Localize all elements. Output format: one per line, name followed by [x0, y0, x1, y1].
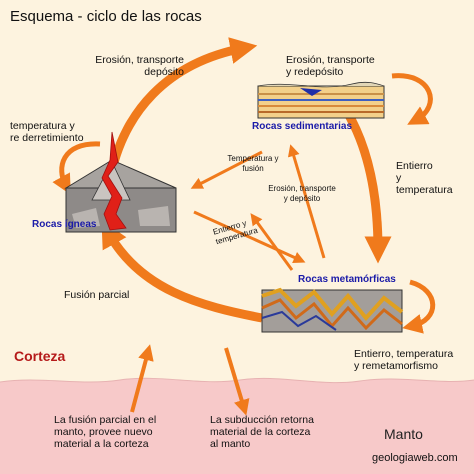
label-line: Erosión, transporte — [286, 54, 375, 66]
arrow-sedimentary-to-metamorphic — [342, 107, 392, 264]
label-line: La subducción retorna — [210, 414, 314, 426]
label-manto: Manto — [384, 426, 423, 442]
label-fusion-parcial: Fusión parcial — [64, 289, 130, 301]
label-line: material de la corteza — [210, 426, 311, 438]
label-line: re derretimiento — [10, 132, 84, 144]
arrow-crust-to-mantle — [224, 347, 250, 416]
label-line: y depósito — [283, 193, 321, 203]
label-rocas-metamorficas: Rocas metamórficas — [298, 274, 396, 285]
arrow-metamorphic-to-sedimentary — [287, 144, 326, 259]
arrow-metamorphic-to-igneous-small — [250, 213, 294, 271]
website-credit: geologiaweb.com — [372, 452, 458, 464]
arrow-sedimentary-loop — [391, 73, 433, 125]
igneous-rock-illustration — [64, 131, 177, 233]
label-fusion-parcial-manto: La fusión parcial en el manto, provee nu… — [54, 414, 156, 450]
label-line: al manto — [210, 438, 251, 450]
label-erosion-deposito: Erosión, transporte depósito — [66, 54, 184, 78]
label-line: depósito — [144, 66, 184, 78]
sedimentary-rock-illustration — [257, 81, 385, 119]
label-temp-derretimiento: temperatura y re derretimiento — [10, 120, 84, 144]
arrow-mantle-to-crust — [130, 344, 154, 413]
label-line: y redepósito — [286, 66, 344, 78]
label-line: fusión — [242, 163, 264, 173]
label-line: Erosión, transporte — [268, 184, 336, 193]
label-erosion-redeposito: Erosión, transporte y redepósito — [286, 54, 375, 78]
label-line: y — [396, 172, 402, 184]
label-temperatura-fusion: Temperatura y fusión — [222, 154, 284, 173]
mantle-region — [0, 378, 474, 474]
label-erosion-center: Erosión, transporte y depósito — [262, 184, 342, 203]
arrow-metamorphic-loop — [402, 279, 436, 334]
label-line: y remetamorfismo — [354, 360, 439, 372]
label-corteza: Corteza — [14, 348, 66, 364]
label-rocas-sedimentarias: Rocas sedimentarias — [252, 121, 353, 132]
label-line: manto, provee nuevo — [54, 426, 153, 438]
arrow-igneous-to-metamorphic — [193, 210, 306, 263]
label-line: Entierro, temperatura — [354, 348, 454, 360]
label-line: material a la corteza — [54, 438, 149, 450]
label-subduccion: La subducción retorna material de la cor… — [210, 414, 314, 450]
label-line: Temperatura y — [227, 154, 279, 163]
label-line: Entierro — [396, 160, 433, 172]
label-line: La fusión parcial en el — [54, 414, 157, 426]
label-line: temperatura y — [10, 120, 75, 132]
metamorphic-rock-illustration — [261, 287, 404, 333]
label-rocas-igneas: Rocas ígneas — [32, 219, 97, 230]
diagram-title: Esquema - ciclo de las rocas — [10, 8, 202, 25]
label-entierro-temperatura: Entierro y temperatura — [396, 160, 453, 196]
label-entierro-remetamorfismo: Entierro, temperatura y remetamorfismo — [354, 348, 453, 372]
arrow-sedimentary-to-igneous — [190, 150, 263, 189]
arrow-metamorphic-to-igneous — [101, 220, 263, 323]
label-line: temperatura — [396, 184, 453, 196]
label-line: Erosión, transporte — [95, 54, 184, 66]
arrow-igneous-loop — [52, 141, 101, 195]
